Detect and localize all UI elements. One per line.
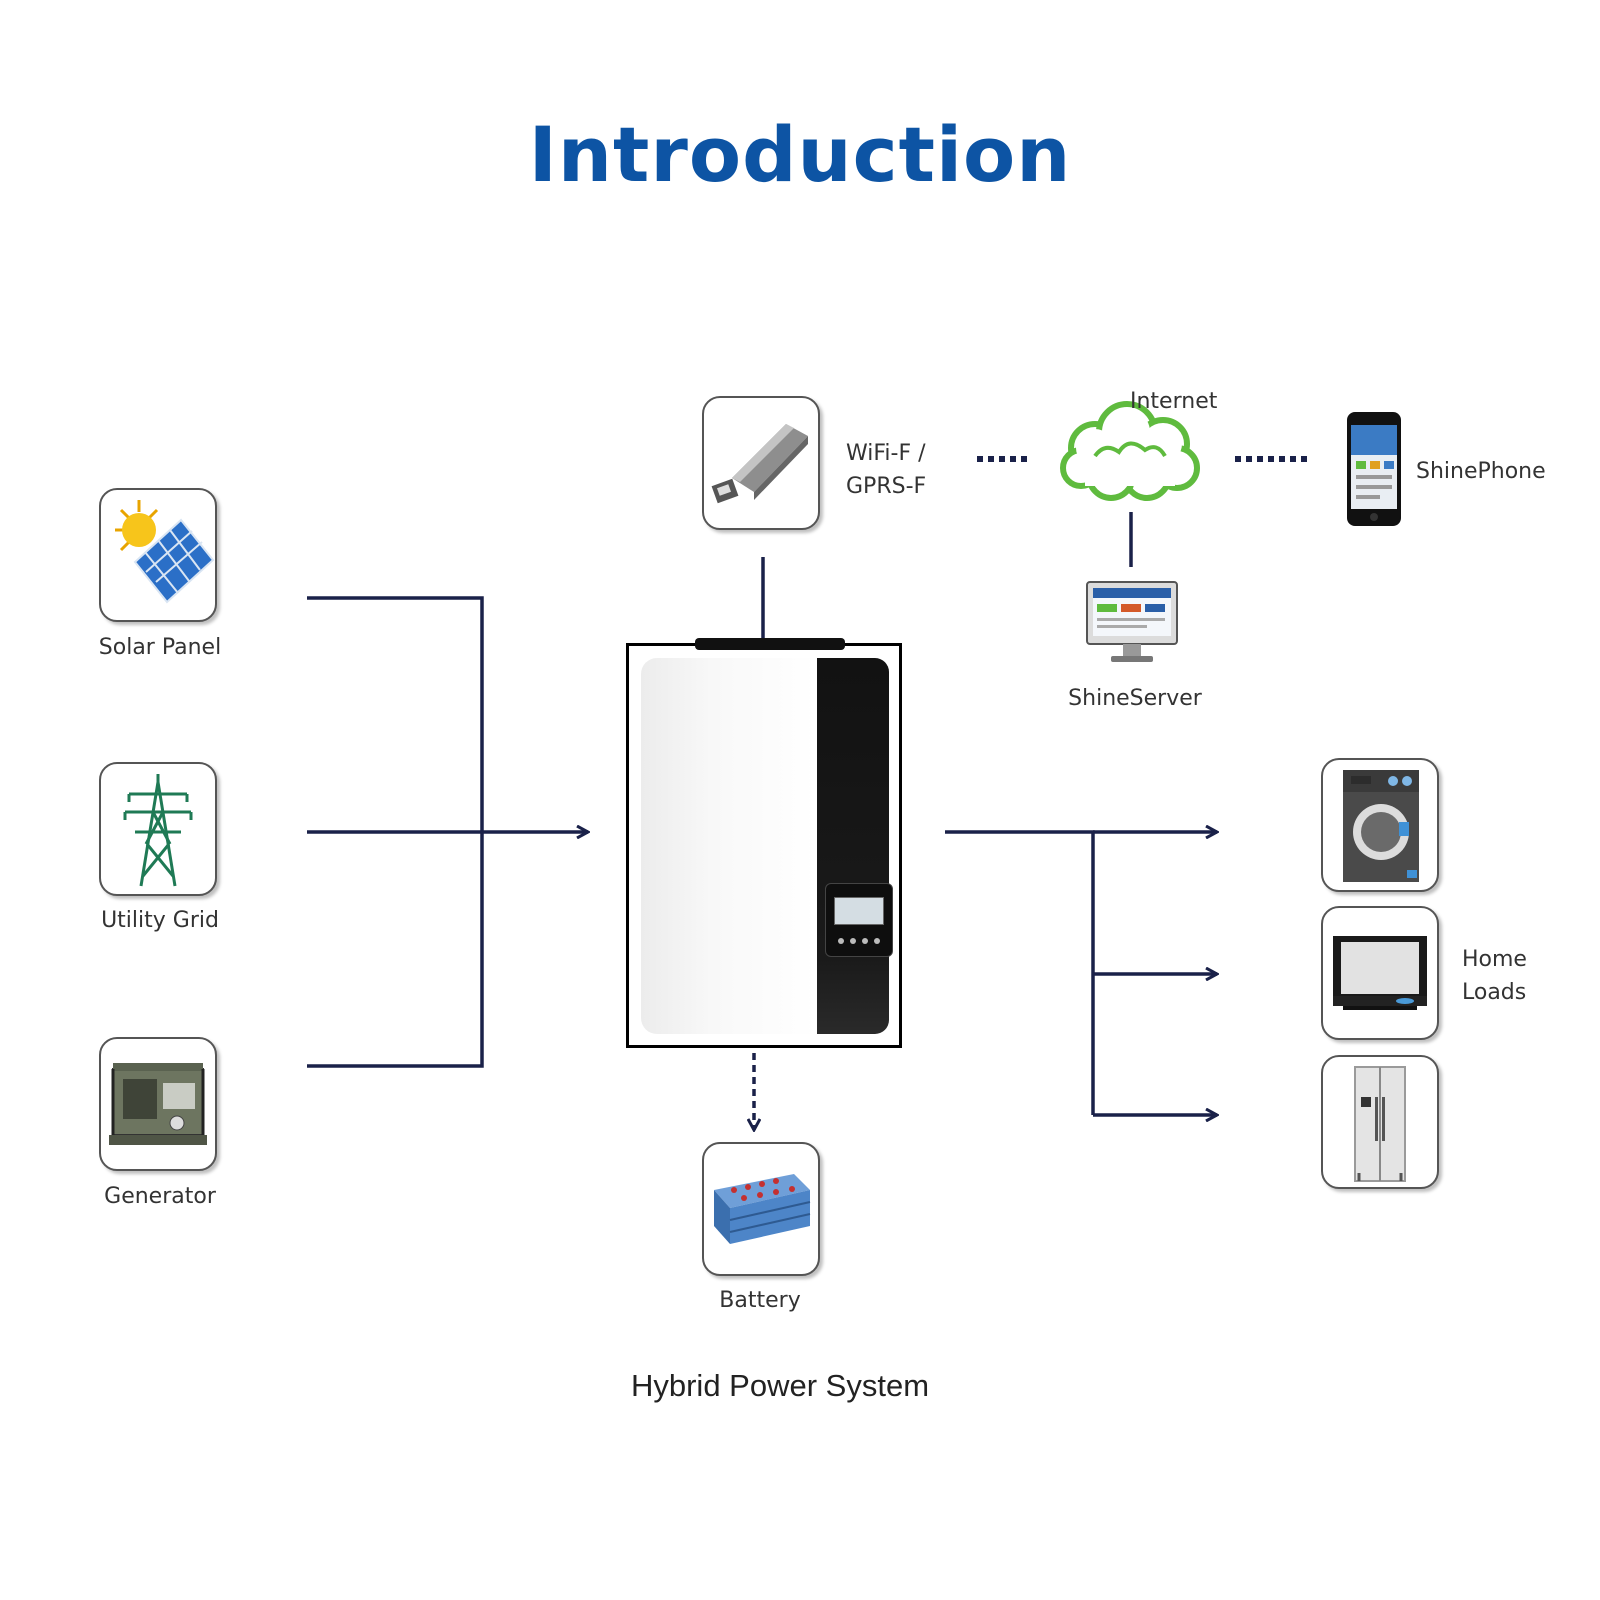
shineserver-device[interactable]	[1085, 580, 1179, 666]
wifi-label-line2: GPRS-F	[846, 474, 927, 499]
inverter-mount-bracket	[695, 638, 845, 650]
smartphone-icon	[1347, 412, 1401, 526]
inverter-button[interactable]	[850, 938, 856, 944]
shinephone-label: ShinePhone	[1416, 459, 1546, 484]
solar-panel-icon	[115, 500, 215, 604]
inverter-button[interactable]	[838, 938, 844, 944]
wifi-dongle-icon	[711, 424, 808, 504]
monitor-icon	[1086, 581, 1178, 662]
inverter-display-panel	[825, 883, 893, 957]
internet-label: Internet	[1130, 389, 1218, 414]
shinephone-device[interactable]	[1346, 411, 1402, 527]
generator-icon	[109, 1063, 207, 1145]
internet-cloud[interactable]	[1055, 396, 1205, 508]
home-loads-label-line2: Loads	[1462, 980, 1527, 1005]
utility-grid-box[interactable]	[99, 762, 217, 896]
television-icon	[1333, 936, 1427, 1010]
load-bus	[945, 830, 1095, 1115]
refrigerator-icon	[1354, 1066, 1406, 1182]
generator-box[interactable]	[99, 1037, 217, 1171]
battery-pack-icon	[714, 1174, 811, 1244]
home-loads-label-line1: Home	[1462, 947, 1527, 972]
solar-panel-label: Solar Panel	[98, 635, 222, 660]
inverter-body	[641, 658, 817, 1034]
page-title: Introduction	[528, 110, 1072, 199]
inverter-front-panel	[817, 658, 889, 1034]
battery-box[interactable]	[702, 1142, 820, 1276]
inverter-button[interactable]	[862, 938, 868, 944]
inverter-button[interactable]	[874, 938, 880, 944]
washing-machine-box[interactable]	[1321, 758, 1439, 892]
shineserver-label: ShineServer	[1068, 686, 1202, 711]
hybrid-inverter[interactable]	[626, 638, 902, 1048]
transmission-tower-icon	[123, 774, 193, 887]
solar-panel-box[interactable]	[99, 488, 217, 622]
diagram-caption: Hybrid Power System	[630, 1368, 930, 1403]
inverter-lcd-screen	[834, 897, 884, 925]
battery-label: Battery	[719, 1288, 801, 1313]
wifi-label-line1: WiFi-F /	[846, 441, 926, 466]
cloud-icon	[1060, 401, 1200, 501]
washing-machine-icon	[1343, 770, 1419, 882]
wifi-dongle-box[interactable]	[702, 396, 820, 530]
generator-label: Generator	[104, 1184, 216, 1209]
refrigerator-box[interactable]	[1321, 1055, 1439, 1189]
television-box[interactable]	[1321, 906, 1439, 1040]
utility-grid-label: Utility Grid	[101, 908, 219, 933]
